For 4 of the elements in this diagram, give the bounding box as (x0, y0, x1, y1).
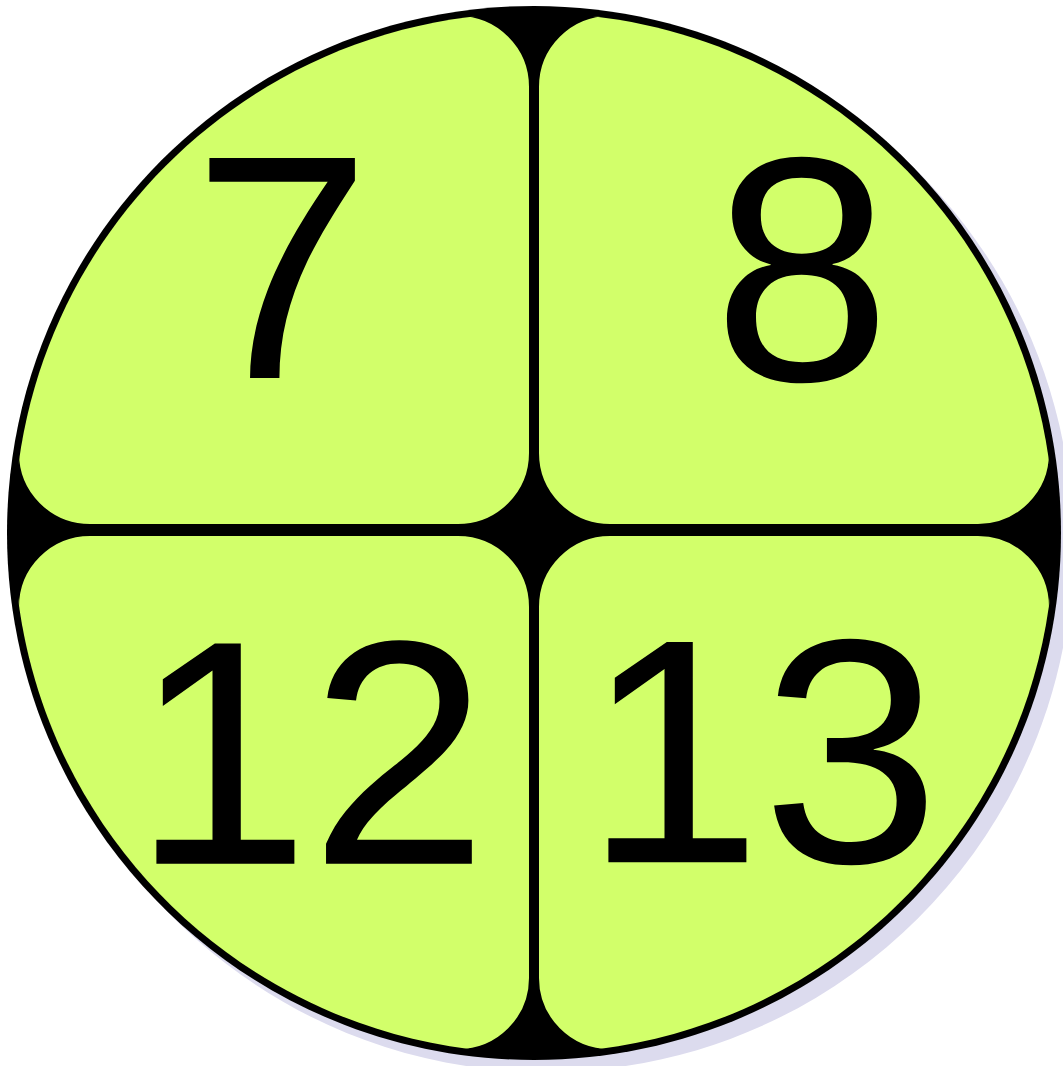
quadrant-tile: 7 (17, 14, 531, 526)
quadrant-tile: 8 (537, 14, 1051, 526)
quadrant-tile: 13 (537, 534, 1051, 1051)
quadrant-tile: 12 (17, 534, 531, 1051)
